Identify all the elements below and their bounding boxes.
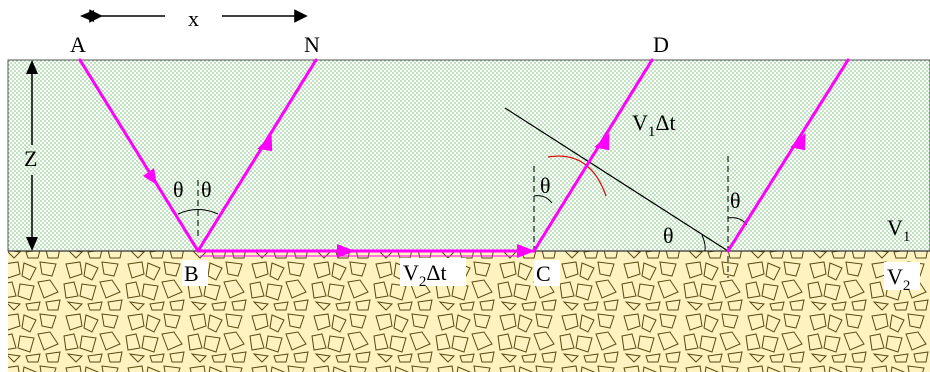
z-dimension-arrow [26,60,38,251]
upper-layer [7,59,930,252]
label-A: A [70,32,86,57]
label-B: B [184,261,199,286]
wavefront-line [504,107,729,252]
theta-arc-C [533,195,553,204]
label-D: D [653,32,669,57]
label-v1: V1 [887,215,910,245]
label-C: C [536,261,551,286]
x-dimension-arrow [80,9,308,23]
ray-paths [78,58,850,253]
label-v2-delta-t: V2Δt [403,260,447,290]
label-N: N [304,32,320,57]
label-x: x [188,6,199,31]
label-v1-delta-t: V1Δt [632,110,676,140]
ray-arrowheads [143,133,806,258]
theta-label-interface: θ [663,223,674,248]
label-Z: Z [24,146,37,171]
theta-label-reflected: θ [201,177,212,202]
svg-text:V2Δt: V2Δt [403,260,447,290]
theta-arc-interface [701,234,706,252]
lower-layer [8,251,930,372]
label-v2: V2 [887,264,910,294]
theta-label-incident: θ [173,177,184,202]
theta-label-right: θ [730,188,741,213]
theta-arc-B [177,209,219,215]
angle-arc [547,155,607,197]
svg-text:V2: V2 [887,264,910,294]
svg-text:V1: V1 [887,215,910,245]
svg-text:V1Δt: V1Δt [632,110,676,140]
theta-label-C: θ [540,173,551,198]
